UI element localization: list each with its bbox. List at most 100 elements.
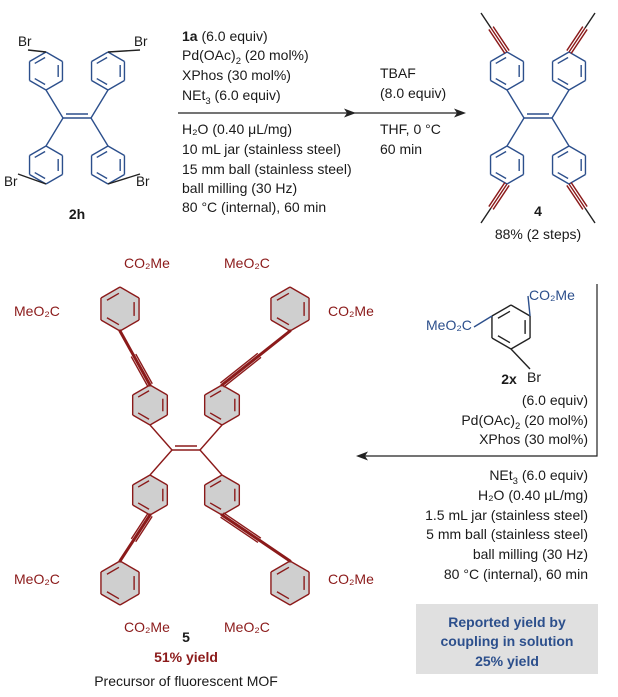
bond (570, 29, 588, 54)
bond (257, 538, 292, 563)
bond (506, 117, 525, 147)
step3-reagent: XPhos (30 mol%) (479, 431, 588, 447)
bond (552, 145, 570, 157)
bond (270, 286, 291, 299)
compound-2x-bonds (473, 295, 531, 370)
bond (29, 145, 47, 157)
bond (289, 319, 310, 332)
step3-condition: H₂O (0.40 μL/mg) (478, 487, 588, 503)
step2-reagents: TBAF (8.0 equiv) (380, 65, 446, 101)
bond (551, 89, 570, 119)
bond (289, 560, 310, 573)
bond (506, 79, 524, 91)
bond (106, 591, 120, 600)
bond (257, 329, 292, 357)
bond (45, 145, 63, 157)
5-ester-br-right: CO₂Me (328, 571, 374, 587)
step3-reagent: (6.0 equiv) (522, 392, 588, 408)
bond (91, 145, 109, 157)
bond (149, 414, 168, 426)
bond (137, 502, 150, 510)
ring-fill (270, 561, 310, 605)
bond (568, 183, 586, 209)
bond (276, 317, 290, 326)
bond (29, 79, 47, 91)
bond (510, 337, 531, 350)
step2-reagent: TBAF (380, 65, 416, 81)
bond (132, 414, 151, 426)
bond (96, 56, 108, 65)
2h-br-top-left: Br (18, 34, 32, 49)
bond (491, 304, 512, 317)
bond (491, 337, 512, 350)
bond (506, 173, 524, 185)
bond (137, 390, 150, 398)
ring-fill (270, 287, 310, 331)
bond (45, 117, 64, 147)
2x-ester-top: CO₂Me (529, 287, 575, 303)
step3-condition: 5 mm ball (stainless steel) (426, 526, 588, 542)
compound-5-structure: CO₂Me MeO₂C MeO₂C CO₂Me MeO₂C CO₂Me CO₂M… (14, 255, 374, 635)
step2-conditions: THF, 0 °C 60 min (380, 121, 441, 157)
step2-arrow (350, 108, 466, 118)
bond (223, 512, 262, 539)
bond (132, 384, 151, 396)
bond (557, 171, 569, 180)
compound-2x-label: 2x (501, 371, 517, 387)
solution-box-line1: Reported yield by (448, 614, 566, 630)
bond (107, 51, 125, 63)
bond (220, 353, 261, 387)
bond (510, 348, 531, 370)
bond (100, 593, 121, 606)
bond (119, 593, 140, 606)
bond (91, 79, 109, 91)
bond (90, 89, 109, 119)
compound-2h-structure: Br Br Br Br (4, 34, 150, 189)
bond (199, 424, 223, 451)
bond (527, 295, 531, 317)
ring-fill (100, 561, 140, 605)
bond (34, 150, 46, 159)
bond (570, 182, 588, 207)
bond (276, 591, 290, 600)
step3-arrow (356, 284, 598, 461)
step2-condition: 60 min (380, 141, 422, 157)
5-ester-tl-top: CO₂Me (124, 255, 170, 271)
bond (100, 560, 121, 573)
bond (149, 504, 168, 516)
bond (107, 49, 141, 53)
bond (552, 79, 570, 91)
bond (132, 474, 151, 486)
bond (149, 474, 168, 486)
step3-condition: 80 °C (internal), 60 min (444, 566, 588, 582)
bond (219, 352, 259, 384)
bond (45, 173, 63, 185)
bond (45, 79, 63, 91)
bond (132, 353, 152, 387)
bond (209, 502, 222, 510)
step1-conditions: H₂O (0.40 μL/mg) 10 mL jar (stainless st… (182, 121, 352, 215)
bond (149, 424, 173, 451)
solution-box-line2: coupling in solution (441, 633, 574, 649)
step3-condition: 1.5 mL jar (stainless steel) (425, 507, 588, 523)
bond (490, 145, 508, 157)
bond (106, 292, 120, 301)
bond (506, 145, 524, 157)
bond (497, 310, 511, 319)
bond (209, 390, 222, 398)
bond (91, 51, 109, 63)
bond (132, 504, 151, 516)
bond (17, 173, 47, 185)
bond (130, 356, 149, 387)
step1-condition: 15 mm ball (stainless steel) (182, 161, 352, 177)
step3-condition-net3: NEt3 (6.0 equiv) (489, 467, 588, 487)
bond (490, 79, 508, 91)
bond (107, 145, 125, 157)
step3-condition: ball milling (30 Hz) (473, 546, 588, 562)
bond (107, 79, 125, 91)
bond (106, 566, 120, 575)
bond (91, 173, 109, 185)
compound-2x-structure: CO₂Me MeO₂C Br (426, 287, 575, 385)
compound-5-bonds (100, 286, 310, 606)
bond (119, 319, 140, 332)
